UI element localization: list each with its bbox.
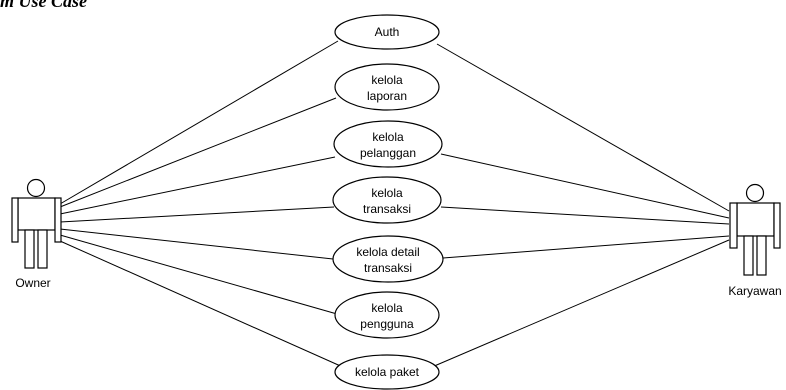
assoc-karyawan-kelola-detail-transaksi (442, 235, 730, 259)
assoc-owner-kelola-transaksi (59, 206, 335, 223)
assoc-owner-kelola-detail-transaksi (59, 228, 334, 260)
use-case-kelola-transaksi-label-line1: kelola (371, 186, 403, 200)
use-case-kelola-transaksi (332, 176, 442, 224)
use-case-kelola-pengguna (334, 291, 440, 339)
diagram-heading: m Use Case (0, 0, 87, 11)
assoc-owner-kelola-laporan (59, 97, 337, 208)
assoc-karyawan-auth (436, 43, 730, 212)
use-case-kelola-paket (334, 354, 440, 390)
use-case-kelola-detail-transaksi-label-line2: transaksi (364, 261, 412, 275)
use-case-kelola-transaksi-label-line2: transaksi (363, 202, 411, 216)
assoc-karyawan-kelola-transaksi (440, 206, 730, 225)
use-case-auth (334, 14, 440, 50)
use-case-kelola-pelanggan (333, 120, 443, 168)
use-case-kelola-laporan-label-line2: laporan (367, 89, 407, 103)
use-case-kelola-detail-transaksi-label-line1: kelola detail (356, 245, 419, 259)
karyawan-actor-label: Karyawan (728, 284, 781, 298)
owner-actor-icon (11, 178, 62, 269)
use-case-auth-label: Auth (375, 25, 400, 39)
use-case-kelola-detail-transaksi (332, 235, 444, 283)
owner-actor-label: Owner (15, 276, 50, 290)
use-case-kelola-pelanggan-label-line2: pelanggan (360, 146, 416, 160)
assoc-karyawan-kelola-paket (431, 239, 730, 368)
use-case-kelola-laporan-label-line1: kelola (371, 73, 403, 87)
use-case-kelola-laporan (334, 63, 440, 111)
karyawan-actor-icon (729, 183, 781, 276)
karyawan-associations (431, 43, 730, 368)
use-case-kelola-pengguna-label-line2: pengguna (360, 317, 414, 331)
assoc-karyawan-kelola-pelanggan (440, 153, 730, 219)
owner-associations (59, 40, 346, 369)
assoc-owner-auth (59, 40, 339, 205)
use-case-kelola-pelanggan-label-line1: kelola (372, 130, 404, 144)
use-case-kelola-pengguna-label-line1: kelola (371, 301, 403, 315)
assoc-owner-kelola-paket (59, 240, 346, 369)
use-case-kelola-paket-label: kelola paket (355, 365, 420, 379)
assoc-owner-kelola-pelanggan (59, 156, 336, 215)
assoc-owner-kelola-pengguna (59, 234, 338, 315)
